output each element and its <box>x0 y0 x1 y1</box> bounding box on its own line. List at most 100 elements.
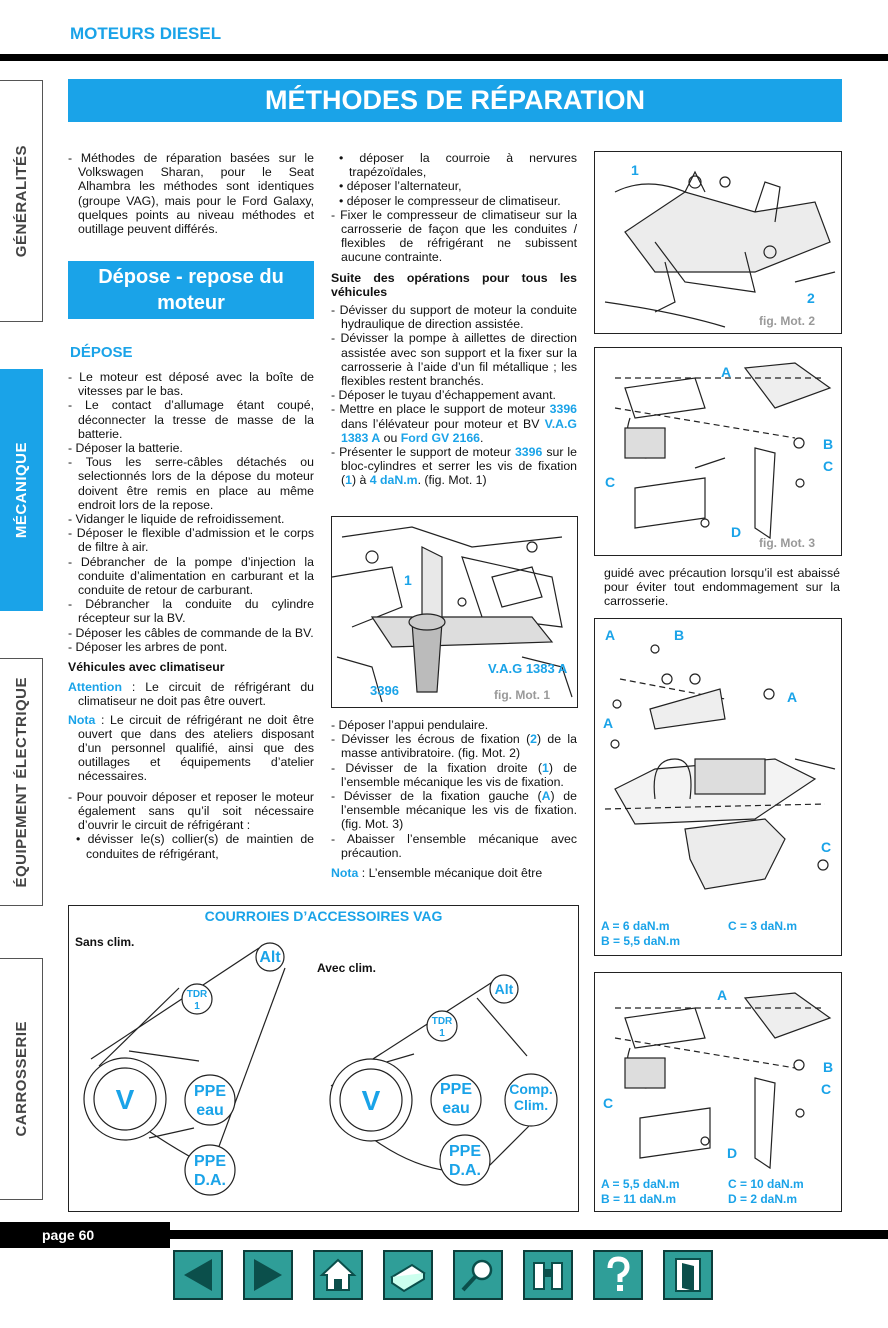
pulley-comp-clim-sub: Clim. <box>514 1097 548 1113</box>
step: - Déposer la batterie. <box>68 441 183 456</box>
magnifier-icon <box>461 1259 493 1292</box>
home-icon <box>319 1258 357 1291</box>
label-avec-clim: Avec clim. <box>317 961 376 975</box>
callout-a: A <box>605 627 616 643</box>
tab-equipement-electrique[interactable]: ÉQUIPEMENT ÉLECTRIQUE <box>0 658 43 906</box>
bottom-rule <box>0 1230 888 1239</box>
bullet-clim: • dévisser le(s) collier(s) de maintien … <box>76 832 314 861</box>
step: - Déposer les câbles de commande de la B… <box>68 625 314 640</box>
step: - Mettre en place le support de moteur 3… <box>331 402 577 445</box>
printer-icon <box>390 1263 426 1293</box>
help-button[interactable] <box>593 1250 643 1300</box>
top-rule <box>0 54 888 61</box>
torque-spec: A = 6 daN.m <box>601 919 670 933</box>
figure-mot-4: A B A A C A = 6 daN.m C = 3 daN.m B = 5,… <box>594 618 842 956</box>
callout-1: 1 <box>631 162 639 178</box>
figure-caption: fig. Mot. 3 <box>759 536 815 550</box>
callout-2: 2 <box>807 290 815 306</box>
pulley-v: V <box>362 1085 381 1116</box>
step: - Dévisser la pompe à aillettes de direc… <box>331 331 577 389</box>
pulley-alt: Alt <box>259 949 281 966</box>
figure-caption: fig. Mot. 1 <box>494 688 550 702</box>
exit-button[interactable] <box>663 1250 713 1300</box>
step: - Dévisser de la fixation gauche (A) de … <box>331 789 577 832</box>
torque-spec: C = 10 daN.m <box>728 1177 804 1191</box>
label-sans-clim: Sans clim. <box>75 935 135 949</box>
attention-note: Attention : Le circuit de réfrigérant du… <box>68 680 314 709</box>
callout-c: C <box>823 458 834 474</box>
step: - Débrancher la conduite du cylindre réc… <box>68 597 314 626</box>
section-header: MOTEURS DIESEL <box>70 24 222 43</box>
callout-a: A <box>603 715 614 731</box>
step: - Le moteur est déposé avec la boîte de … <box>68 370 314 399</box>
callout-d: D <box>731 524 742 540</box>
callout-a: A <box>717 987 728 1003</box>
pulley-ppe-da: PPE <box>194 1153 226 1170</box>
step: - Fixer le compresseur de climatiseur su… <box>331 207 577 265</box>
pulley-tdr-number: 1 <box>194 1001 200 1012</box>
figure-mot-1: 1 V.A.G 1383 A 3396 fig. Mot. 1 <box>331 516 578 708</box>
clim-heading: Véhicules avec climatiseur <box>68 660 225 675</box>
pulley-ppe-da-sub: D.A. <box>449 1162 481 1179</box>
nota-note: Nota : Le circuit de réfrigérant ne doit… <box>68 712 314 784</box>
question-icon <box>607 1256 630 1291</box>
torque-spec: C = 3 daN.m <box>728 919 798 933</box>
arrow-right-icon <box>254 1259 282 1291</box>
find-button[interactable] <box>523 1250 573 1300</box>
callout-c: C <box>821 839 832 855</box>
step: - Débrancher de la pompe d’injection la … <box>68 554 314 598</box>
step: - Dévisser du support de moteur la condu… <box>331 303 577 332</box>
tab-generalites[interactable]: GÉNÉRALITÉS <box>0 80 43 322</box>
callout-b: B <box>823 1059 834 1075</box>
step: - Dévisser de la fixation droite (1) de … <box>331 760 577 789</box>
section-title: Dépose - repose du moteur <box>68 261 314 319</box>
next-page-button[interactable] <box>243 1250 293 1300</box>
exit-door-icon <box>675 1258 701 1292</box>
torque-spec: D = 2 daN.m <box>728 1192 798 1206</box>
figure-mot-2: 1 2 fig. Mot. 2 <box>594 151 842 334</box>
callout-c: C <box>821 1081 832 1097</box>
torque-spec: A = 5,5 daN.m <box>601 1177 680 1191</box>
step: - Déposer les arbres de pont. <box>68 639 228 654</box>
pulley-ppe-eau-sub: eau <box>196 1102 224 1119</box>
page-title: MÉTHODES DE RÉPARATION <box>68 79 842 122</box>
bullet: • déposer le compresseur de climatiseur. <box>339 193 561 208</box>
depose-steps: - Le moteur est déposé avec la boîte de … <box>68 370 314 861</box>
figure-caption: fig. Mot. 2 <box>759 314 815 328</box>
tool-label-vag: V.A.G 1383 A <box>488 661 568 676</box>
tool-label-3396: 3396 <box>370 683 399 698</box>
pulley-ppe-da: PPE <box>449 1143 481 1160</box>
step-clim: - Pour pouvoir déposer et reposer le mot… <box>68 789 314 833</box>
binoculars-icon <box>533 1262 563 1290</box>
column-2: • déposer la courroie à nervures trapézo… <box>331 151 577 488</box>
figure-mot-3: A B C C D fig. Mot. 3 <box>594 347 842 556</box>
arrow-left-icon <box>184 1259 212 1291</box>
subtitle-depose: DÉPOSE <box>70 344 133 361</box>
callout-a: A <box>721 364 732 380</box>
callout-d: D <box>727 1145 738 1161</box>
engine-support-illustration <box>332 526 573 703</box>
previous-page-button[interactable] <box>173 1250 223 1300</box>
tab-mecanique[interactable]: MÉCANIQUE <box>0 369 43 611</box>
pulley-tdr-number: 1 <box>439 1028 445 1039</box>
step: - Déposer le flexible d’admission et le … <box>68 526 314 555</box>
pulley-ppe-eau: PPE <box>440 1081 472 1098</box>
column-2-lower: - Déposer l’appui pendulaire. - Dévisser… <box>331 718 577 880</box>
nota-note-2: Nota : L’ensemble mécanique doit être <box>331 866 543 881</box>
step: - Présenter le support de moteur 3396 su… <box>331 445 577 488</box>
pulley-ppe-eau: PPE <box>194 1083 226 1100</box>
step: - Déposer l’appui pendulaire. <box>331 718 489 732</box>
search-button[interactable] <box>453 1250 503 1300</box>
callout-c: C <box>603 1095 614 1111</box>
pulley-ppe-eau-sub: eau <box>442 1100 470 1117</box>
print-button[interactable] <box>383 1250 433 1300</box>
callout-1: 1 <box>404 572 412 588</box>
pulley-v: V <box>116 1084 135 1115</box>
belt-diagram-title: COURROIES D’ACCESSOIRES VAG <box>204 908 443 924</box>
tab-carrosserie[interactable]: CARROSSERIE <box>0 958 43 1200</box>
pulley-tdr: TDR <box>187 989 208 1000</box>
torque-spec: B = 5,5 daN.m <box>601 934 681 948</box>
step: - Le contact d’allumage étant coupé, déc… <box>68 398 314 441</box>
step: - Tous les serre-câbles détachés ou sele… <box>68 455 314 512</box>
home-button[interactable] <box>313 1250 363 1300</box>
